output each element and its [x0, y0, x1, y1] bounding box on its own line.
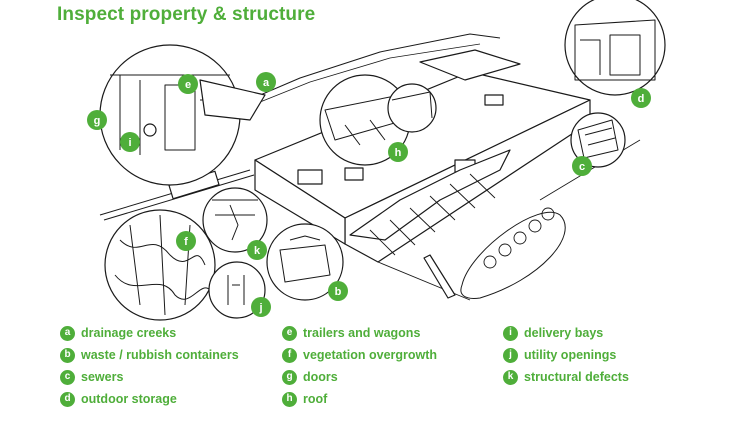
- inset-roof-small: [387, 83, 437, 133]
- svg-text:e: e: [185, 79, 191, 91]
- legend-label: drainage creeks: [81, 326, 177, 340]
- callout-markers: a b c d e f g h i j k: [87, 72, 651, 317]
- legend-label: doors: [303, 370, 338, 384]
- legend-label: sewers: [81, 370, 124, 384]
- inset-waste: [266, 223, 344, 301]
- callout-a-marker: a: [256, 72, 276, 92]
- legend-item-k: k structural defects: [503, 368, 629, 386]
- legend-item-b: b waste / rubbish containers: [60, 346, 239, 364]
- legend-label: structural defects: [524, 370, 629, 384]
- legend-letter: a: [60, 325, 75, 341]
- legend-letter: f: [282, 347, 297, 363]
- legend-label: delivery bays: [524, 326, 604, 340]
- legend-letter: h: [282, 391, 297, 407]
- legend-letter: j: [503, 347, 518, 363]
- legend-letter: i: [503, 325, 518, 341]
- legend-letter: b: [60, 347, 75, 363]
- truck: [423, 254, 456, 299]
- legend-letter: d: [60, 391, 75, 407]
- callout-g-marker: g: [87, 110, 107, 130]
- legend-item-i: i delivery bays: [503, 324, 603, 342]
- legend-item-d: d outdoor storage: [60, 390, 177, 408]
- svg-text:c: c: [579, 161, 585, 173]
- svg-text:b: b: [335, 286, 342, 298]
- callout-b-marker: b: [328, 281, 348, 301]
- legend-item-e: e trailers and wagons: [282, 324, 420, 342]
- legend-label: roof: [303, 392, 328, 406]
- inset-sewers: [570, 112, 626, 168]
- legend-letter: k: [503, 369, 518, 385]
- legend-item-f: f vegetation overgrowth: [282, 346, 437, 364]
- svg-text:d: d: [638, 93, 645, 105]
- callout-k-marker: k: [247, 240, 267, 260]
- callout-i-marker: i: [120, 132, 140, 152]
- legend-letter: g: [282, 369, 297, 385]
- legend-label: trailers and wagons: [303, 326, 421, 340]
- callout-c-marker: c: [572, 156, 592, 176]
- svg-text:f: f: [184, 236, 188, 248]
- svg-text:j: j: [258, 302, 262, 314]
- callout-f-marker: f: [176, 231, 196, 251]
- inset-defects: [202, 187, 268, 253]
- legend-letter: c: [60, 369, 75, 385]
- svg-text:a: a: [263, 77, 270, 89]
- svg-text:k: k: [254, 245, 261, 257]
- parking-island: [460, 211, 566, 299]
- svg-text:i: i: [128, 137, 131, 149]
- warehouse-side: [254, 159, 346, 245]
- inset-utility: [208, 261, 266, 319]
- callout-d-marker: d: [631, 88, 651, 108]
- legend-label: outdoor storage: [81, 392, 177, 406]
- callout-h-marker: h: [388, 142, 408, 162]
- svg-text:g: g: [94, 115, 101, 127]
- legend-label: utility openings: [524, 348, 617, 362]
- page-title: Inspect property & structure: [57, 4, 316, 25]
- callout-j-marker: j: [251, 297, 271, 317]
- loading-canopies: [349, 149, 511, 241]
- legend-item-a: a drainage creeks: [60, 324, 176, 342]
- legend-label: vegetation overgrowth: [303, 348, 438, 362]
- legend-label: waste / rubbish containers: [81, 348, 239, 362]
- callout-e-marker: e: [178, 74, 198, 94]
- svg-text:h: h: [395, 147, 402, 159]
- annex: [419, 49, 521, 81]
- legend-letter: e: [282, 325, 297, 341]
- fence-line: [229, 33, 501, 109]
- legend-item-j: j utility openings: [503, 346, 616, 364]
